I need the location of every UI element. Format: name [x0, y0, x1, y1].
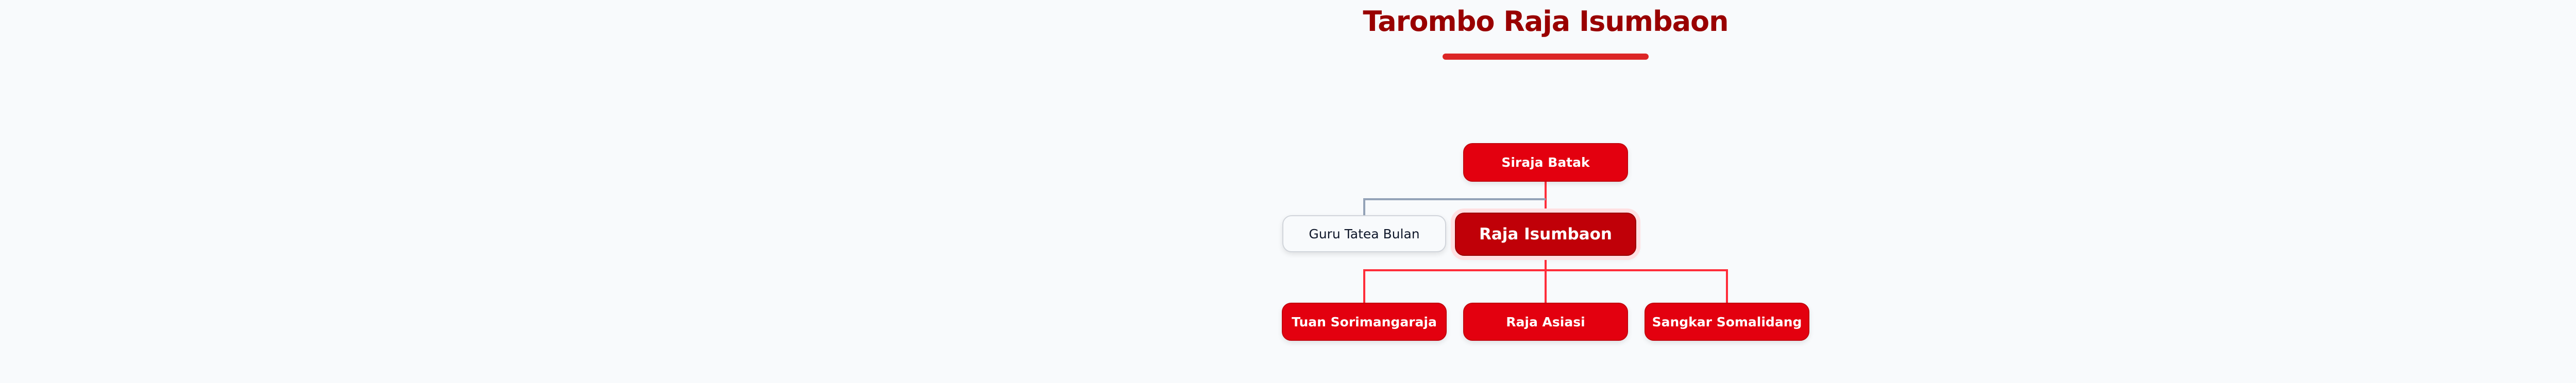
connector-to-tuan-sorimangaraja	[1363, 269, 1365, 303]
node-guru-tatea-bulan[interactable]: Guru Tatea Bulan	[1282, 215, 1446, 252]
node-raja-asiasi[interactable]: Raja Asiasi	[1463, 303, 1628, 341]
node-raja-isumbaon[interactable]: Raja Isumbaon	[1455, 213, 1636, 256]
connector-raja-isumbaon-down	[1545, 260, 1547, 303]
page-title: Tarombo Raja Isumbaon	[1363, 5, 1728, 38]
connector-root-to-guru-tatea-bulan-horizontal	[1363, 198, 1546, 200]
node-sangkar-somalidang[interactable]: Sangkar Somalidang	[1645, 303, 1809, 341]
connector-root-to-raja-isumbaon	[1545, 182, 1547, 210]
node-label: Raja Asiasi	[1506, 314, 1585, 329]
node-label: Tuan Sorimangaraja	[1292, 314, 1437, 329]
connector-children-horizontal	[1363, 269, 1728, 271]
title-underline	[1443, 54, 1649, 60]
node-label: Raja Isumbaon	[1479, 225, 1612, 243]
connector-to-sangkar-somalidang	[1726, 269, 1728, 303]
node-label: Siraja Batak	[1501, 155, 1590, 170]
connector-root-to-guru-tatea-bulan-vertical	[1363, 198, 1365, 216]
node-label: Sangkar Somalidang	[1652, 314, 1802, 329]
node-siraja-batak[interactable]: Siraja Batak	[1463, 143, 1628, 182]
node-label: Guru Tatea Bulan	[1309, 226, 1420, 241]
node-tuan-sorimangaraja[interactable]: Tuan Sorimangaraja	[1282, 303, 1447, 341]
